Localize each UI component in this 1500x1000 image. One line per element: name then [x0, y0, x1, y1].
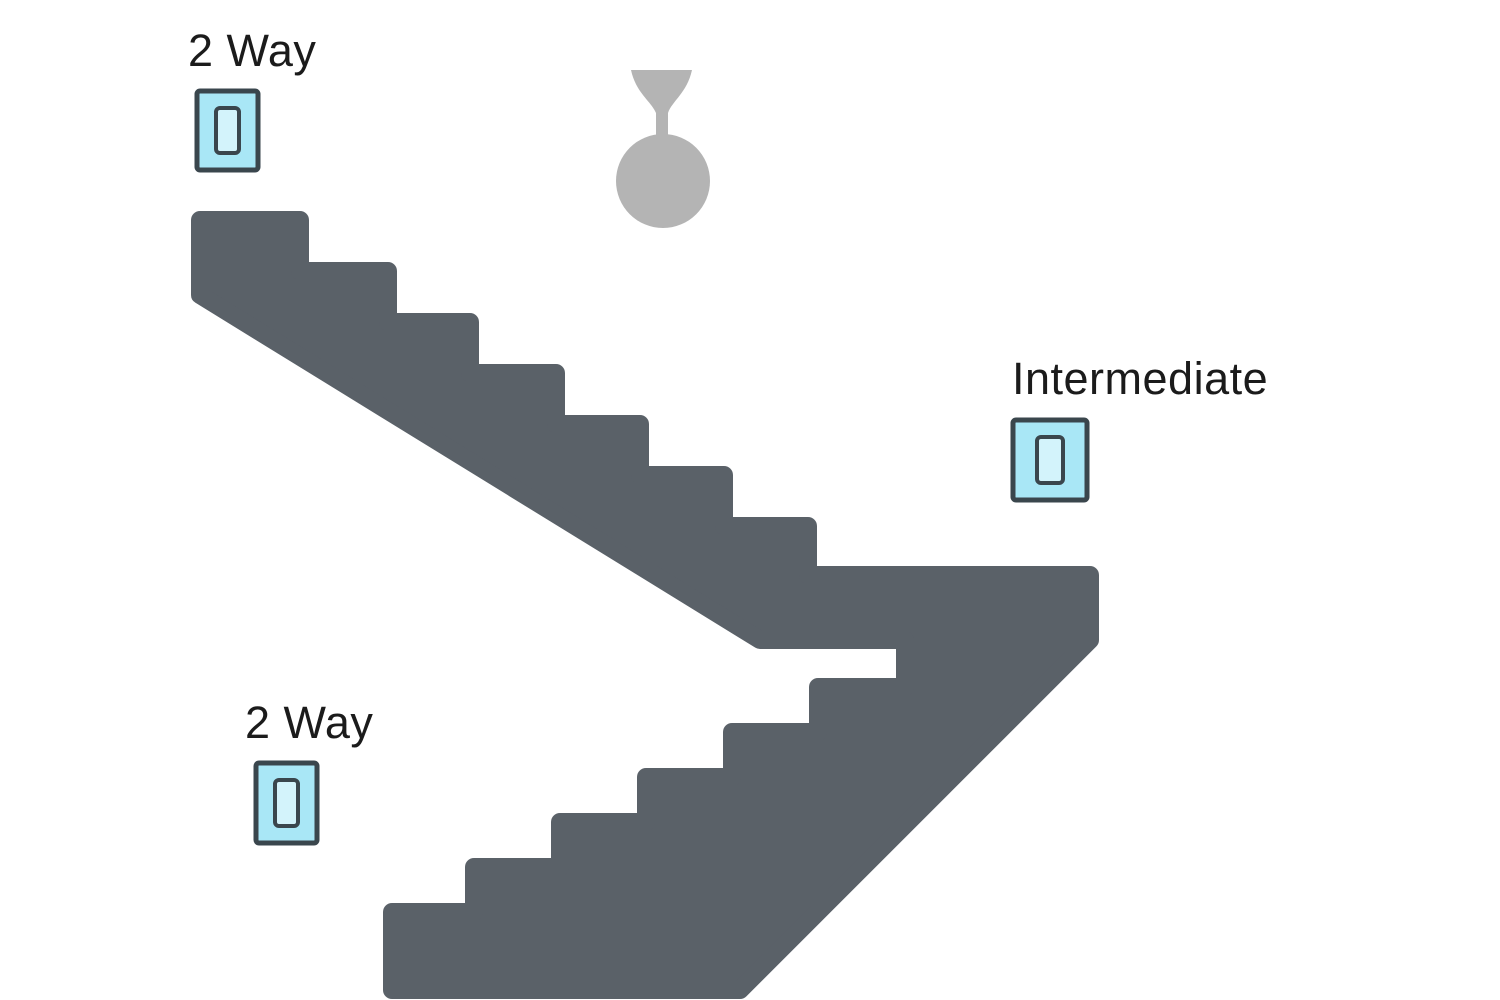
switch-rocker: [1035, 435, 1065, 485]
switch-rocker: [214, 106, 241, 155]
lamp-stem: [658, 118, 666, 148]
staircase: [191, 211, 1099, 999]
switch-rocker: [273, 778, 300, 828]
label-downstairs-2way: 2 Way: [245, 697, 373, 748]
pendant-light-icon: [616, 70, 710, 228]
switch-intermediate-icon: [1010, 417, 1090, 503]
label-intermediate: Intermediate: [1012, 353, 1268, 404]
label-upstairs-2way: 2 Way: [188, 25, 316, 76]
switch-upstairs-2way-icon: [194, 88, 261, 173]
switch-downstairs-2way-icon: [253, 760, 320, 846]
lamp-shade: [616, 134, 710, 228]
ceiling-mount: [631, 70, 692, 140]
